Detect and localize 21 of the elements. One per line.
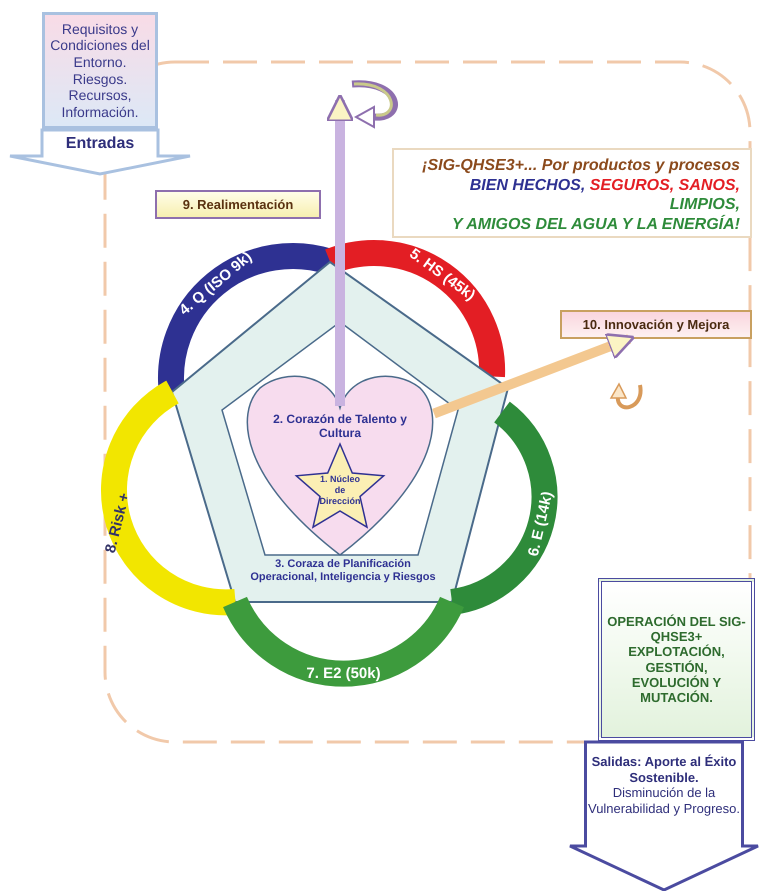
process-box	[598, 578, 755, 741]
band-label: 8. Risk +	[101, 490, 134, 556]
shell-label: 3. Coraza de Planificación Operacional, Inteligencia y Riesgos	[249, 558, 437, 584]
star-label: 1. Núcleo de Dirección	[318, 474, 362, 507]
band-label: 6. E (14k)	[524, 488, 558, 560]
slogan-text: ¡SIG-QHSE3+... Por productos y procesos BIEN HECHOS, SEGUROS, SANOS, LIMPIOS, Y AMIGOS DEL AGUA Y LA ENERGÍA!	[421, 156, 740, 234]
box-text: 10. Innovación y Mejora	[582, 316, 730, 332]
input-box	[42, 12, 158, 129]
box-text: 9. Realimentación	[182, 196, 294, 212]
band-label: 7. E2 (50k)	[305, 664, 382, 683]
slogan-box	[392, 148, 752, 238]
arrow	[432, 332, 636, 418]
label-box	[155, 190, 321, 219]
box-text: OPERACIÓN DEL SIG-QHSE3+ EXPLOTACIÓN, GESTIÓN, EVOLUCIÓN Y MUTACIÓN.	[606, 614, 747, 706]
box-text: Requisitos y Condiciones del Entorno. Riesgos. Recursos, Información.	[49, 20, 151, 120]
arrow-label: Disminución de la Vulnerabilidad y Progreso.	[587, 785, 741, 816]
arrow-label: Salidas: Aporte al Éxito Sostenible.	[590, 754, 738, 786]
label-box	[560, 310, 752, 339]
arrow-label: Entradas	[64, 134, 136, 154]
arrow	[326, 94, 354, 406]
heart-label: 2. Corazón de Talento y Cultura	[272, 412, 408, 440]
